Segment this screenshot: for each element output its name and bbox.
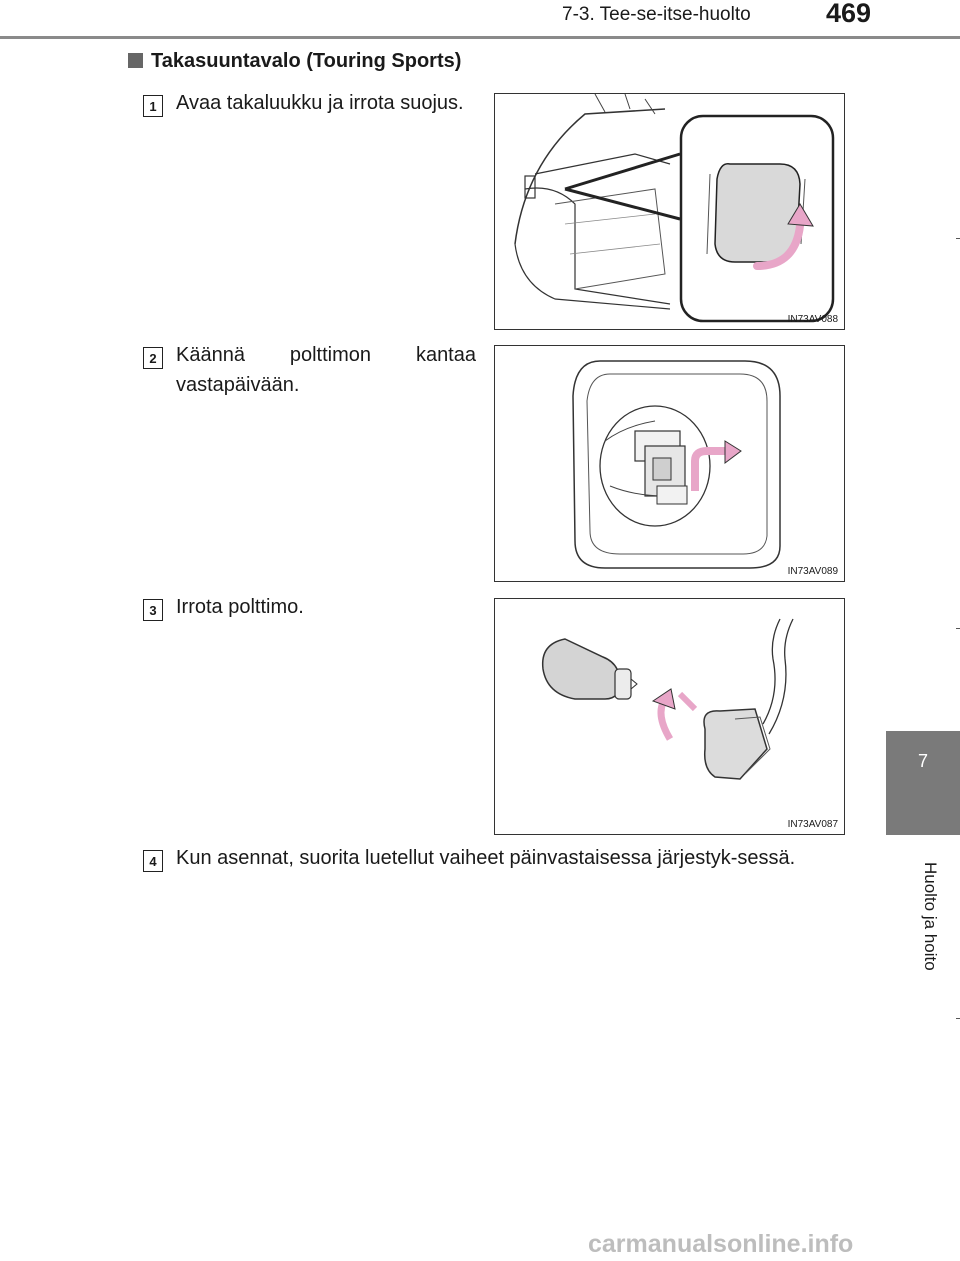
margin-tick [956,1018,960,1019]
step-number-4: 4 [143,850,163,872]
square-bullet-icon [128,53,143,68]
figure-code-2: IN73AV089 [787,566,838,577]
section-title-text: Takasuuntavalo (Touring Sports) [151,50,462,72]
section-title: Takasuuntavalo (Touring Sports) [128,50,461,73]
margin-tick [956,238,960,239]
bulb-removal-illustration [541,618,794,780]
step-number-3: 3 [143,599,163,621]
bulb-socket-illustration [572,360,781,569]
header-divider [0,36,960,39]
chapter-tab: 7 [886,731,960,835]
figure-turn-bulb-socket: IN73AV089 [494,345,845,582]
step-2-text: Käännä polttimon kantaa vastapäivään. [176,344,476,396]
watermark: carmanualsonline.info [588,1230,854,1258]
step-number-1: 1 [143,95,163,117]
step-3-text: Irrota polttimo. [176,596,304,618]
figure-code-3: IN73AV087 [787,819,838,830]
figure-code-1: IN73AV088 [787,314,838,325]
chapter-title: Huolto ja hoito [921,862,940,971]
step-1-text: Avaa takaluukku ja irrota suojus. [176,92,464,114]
chapter-number: 7 [917,751,928,771]
step-4-text: Kun asennat, suorita luetellut vaiheet p… [176,847,796,869]
figure-remove-bulb: IN73AV087 [494,598,845,835]
header-section-title: 7-3. Tee-se-itse-huolto [562,4,751,25]
tailgate-illustration [514,94,835,323]
step-number-2: 2 [143,347,163,369]
margin-tick [956,628,960,629]
figure-open-tailgate: IN73AV088 [494,93,845,330]
page-number: 469 [826,0,872,28]
